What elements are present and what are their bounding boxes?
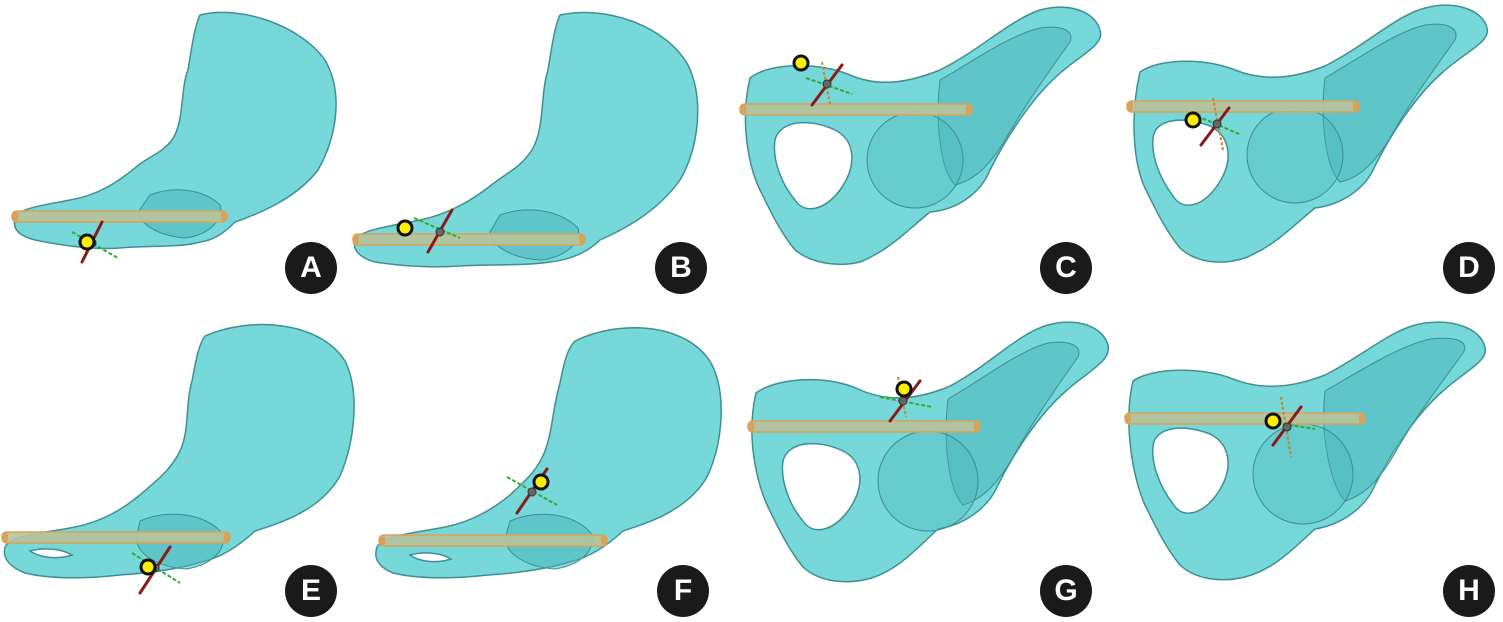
landmark-marker bbox=[78, 233, 96, 251]
panel-f: F bbox=[375, 311, 750, 622]
panel-g: G bbox=[747, 311, 1123, 622]
panel-a: A bbox=[0, 0, 375, 311]
rod-end-cap-left bbox=[1125, 413, 1131, 424]
axis-triad bbox=[1264, 396, 1316, 458]
rod-end-cap-left bbox=[2, 532, 8, 543]
panel-d: D bbox=[1125, 0, 1500, 311]
hip-bone-frontal-view bbox=[1124, 321, 1487, 581]
landmark-marker bbox=[895, 380, 913, 398]
landmark-marker bbox=[1264, 412, 1282, 430]
panel-label-e: E bbox=[285, 565, 337, 617]
landmark-marker bbox=[396, 219, 414, 237]
rod-end-cap-left bbox=[12, 211, 18, 222]
rod-end-cap-right bbox=[974, 421, 980, 432]
rod-end-cap-left bbox=[353, 234, 359, 245]
rod-end-cap-right bbox=[601, 535, 607, 546]
rod-end-cap-right bbox=[966, 104, 972, 115]
hip-bone-lateral-view bbox=[375, 326, 722, 579]
hip-bone-lateral-view bbox=[1, 323, 355, 595]
rod-end-cap-right bbox=[224, 532, 230, 543]
rod-end-cap-left bbox=[379, 535, 385, 546]
landmark-marker bbox=[792, 54, 810, 72]
hip-bone-frontal-view bbox=[747, 321, 1110, 583]
rod-end-cap-left bbox=[748, 421, 754, 432]
panel-h: H bbox=[1124, 311, 1500, 622]
panel-label-g: G bbox=[1040, 565, 1092, 617]
rod-end-cap-left bbox=[740, 104, 746, 115]
landmark-marker bbox=[532, 473, 550, 491]
panel-label-f: F bbox=[657, 565, 709, 617]
hip-bone-frontal-view bbox=[739, 6, 1102, 266]
rod-end-cap-left bbox=[1127, 101, 1133, 112]
axis-triad bbox=[1196, 97, 1240, 151]
panel-b: B bbox=[350, 0, 725, 311]
hip-bone-lateral-view bbox=[352, 11, 699, 268]
rod-end-cap-right bbox=[1359, 413, 1365, 424]
panel-label-h: H bbox=[1443, 565, 1495, 617]
rod-end-cap-right bbox=[221, 211, 227, 222]
hip-bone-lateral-view bbox=[11, 11, 337, 264]
landmark-marker bbox=[1184, 111, 1202, 129]
hip-bone-frontal-view bbox=[1126, 4, 1489, 263]
rod-end-cap-right bbox=[579, 234, 585, 245]
panel-label-a: A bbox=[285, 242, 337, 294]
panel-e: E bbox=[0, 311, 375, 622]
rod-end-cap-right bbox=[1353, 101, 1359, 112]
axis-triad bbox=[413, 208, 461, 254]
panel-label-c: C bbox=[1040, 242, 1092, 294]
panel-c: C bbox=[739, 0, 1115, 311]
panel-label-d: D bbox=[1443, 242, 1495, 294]
panel-label-b: B bbox=[655, 242, 707, 294]
axis-triad bbox=[805, 61, 853, 107]
landmark-marker bbox=[139, 558, 157, 576]
